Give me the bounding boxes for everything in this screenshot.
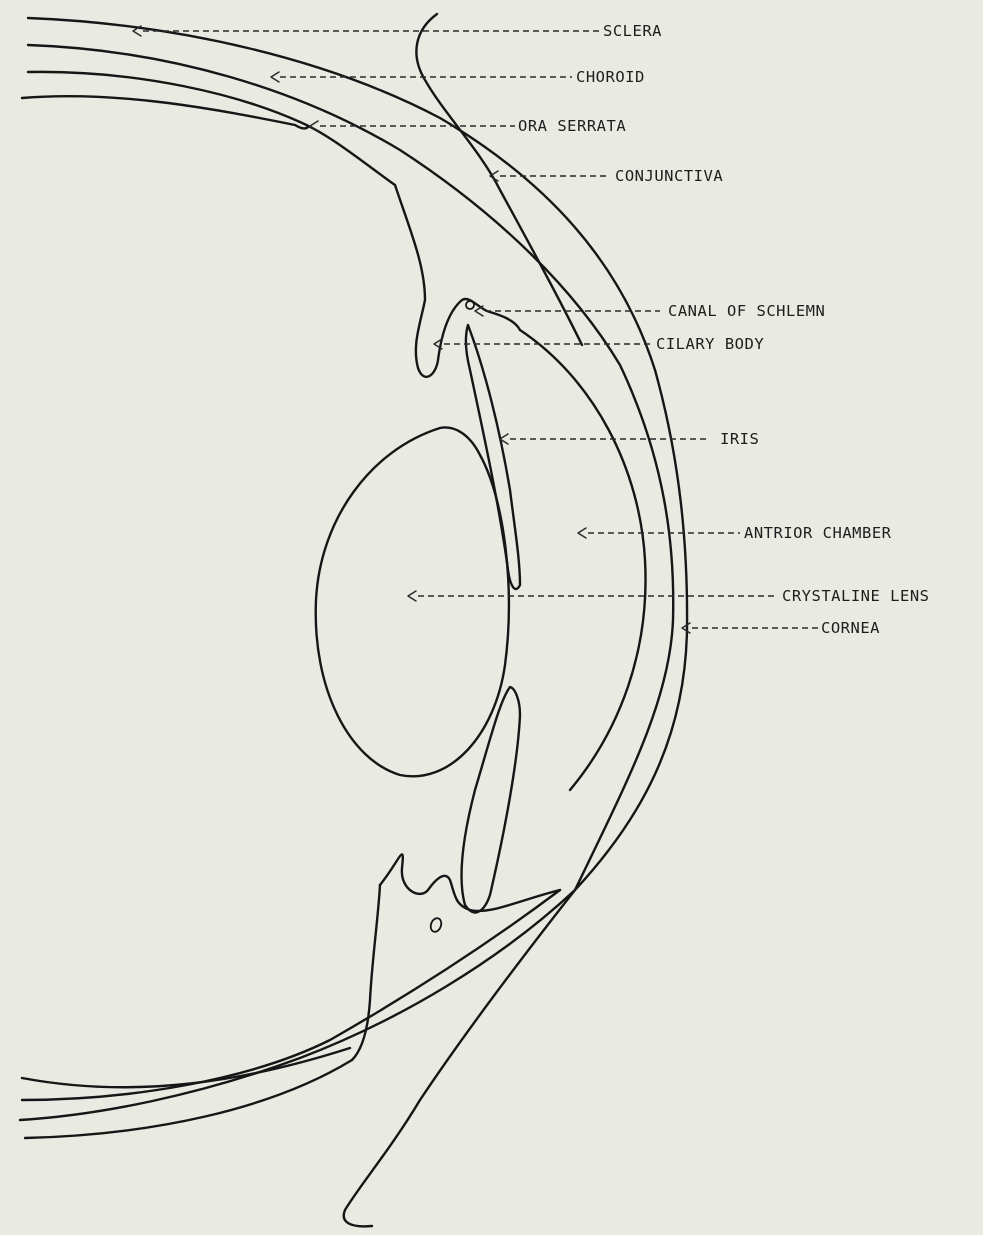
cornea-inner-curve bbox=[520, 330, 646, 790]
label-crystaline-lens: CRYSTALINE LENS bbox=[782, 587, 929, 605]
ciliary-body-lower bbox=[380, 854, 560, 911]
retina-line bbox=[22, 96, 308, 128]
label-sclera: SCLERA bbox=[603, 22, 662, 40]
labels: SCLERA CHOROID ORA SERRATA CONJUNCTIVA C… bbox=[518, 22, 929, 637]
outer-wall bbox=[28, 18, 687, 890]
sclera-outer-line bbox=[28, 18, 687, 890]
lower-sclera-outer bbox=[20, 890, 575, 1120]
crystaline-lens-arrowhead bbox=[408, 591, 416, 601]
label-canal-of-schlemn: CANAL OF SCHLEMN bbox=[668, 302, 825, 320]
canal-of-schlemn-lower bbox=[429, 917, 443, 934]
iris-lower bbox=[462, 687, 520, 912]
label-cilary-body: CILARY BODY bbox=[656, 335, 764, 353]
label-conjunctiva: CONJUNCTIVA bbox=[615, 167, 723, 185]
ciliary-body-upper bbox=[395, 185, 520, 377]
label-choroid: CHOROID bbox=[576, 68, 645, 86]
label-iris: IRIS bbox=[720, 430, 759, 448]
leader-lines bbox=[133, 26, 818, 633]
canal-of-schlemn-circle bbox=[466, 301, 474, 309]
label-ora-serrata: ORA SERRATA bbox=[518, 117, 626, 135]
sclera-inner-line bbox=[28, 45, 673, 890]
lower-sclera-inner bbox=[22, 890, 560, 1100]
conjunctiva-lower-outline bbox=[344, 890, 575, 1226]
lower-layers bbox=[20, 890, 575, 1138]
antrior-chamber-arrowhead bbox=[578, 528, 586, 538]
label-antrior-chamber: ANTRIOR CHAMBER bbox=[744, 524, 892, 542]
upper-layers bbox=[22, 72, 395, 185]
iris-upper bbox=[466, 325, 520, 589]
choroid-arrowhead bbox=[271, 72, 279, 82]
choroid-line bbox=[28, 72, 395, 185]
label-cornea: CORNEA bbox=[821, 619, 880, 637]
crystaline-lens-outline bbox=[316, 427, 509, 776]
